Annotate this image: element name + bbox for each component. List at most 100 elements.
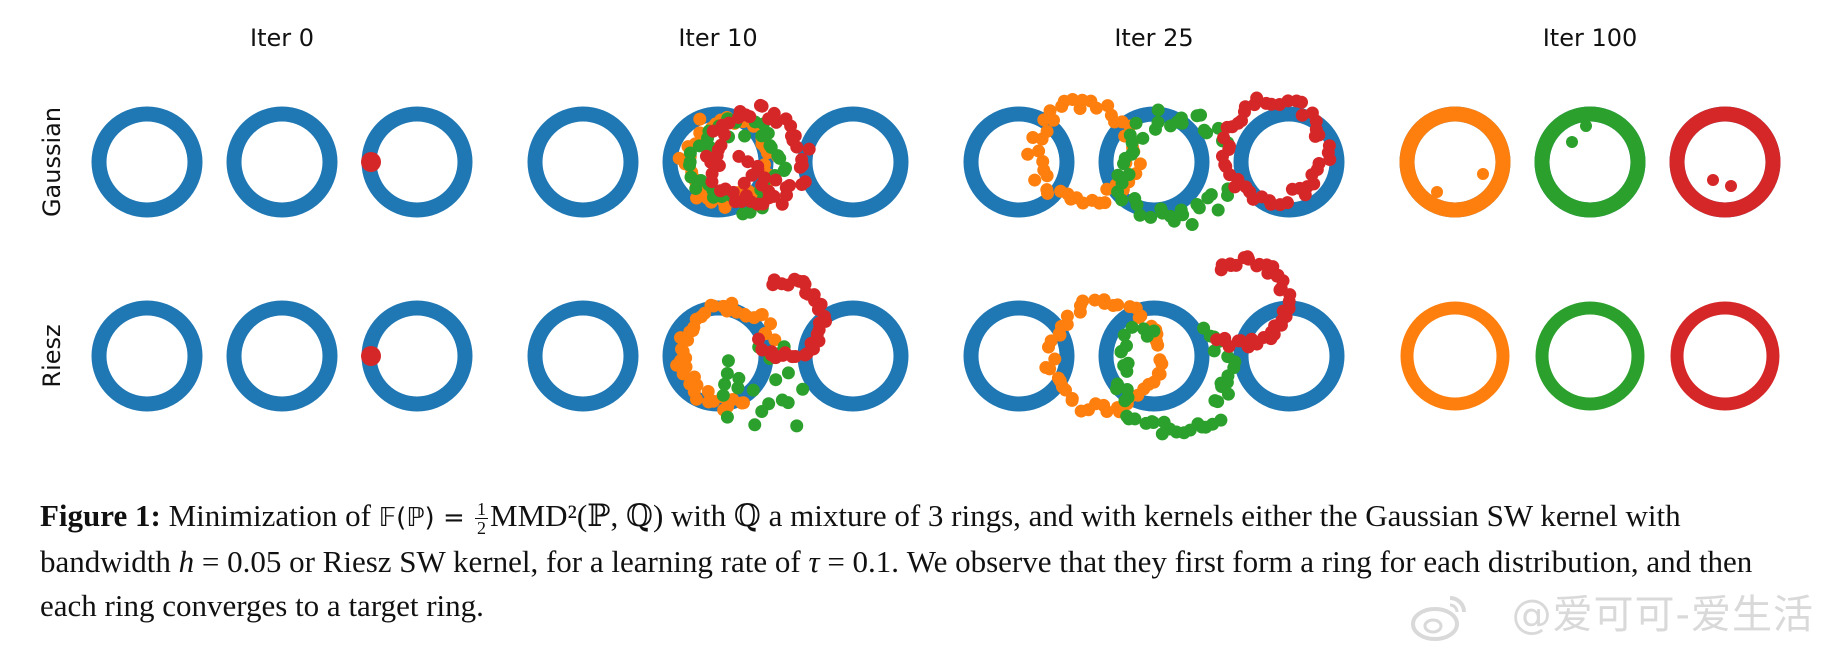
particle xyxy=(1566,136,1578,148)
particle xyxy=(1054,184,1068,198)
particle xyxy=(1129,116,1143,130)
ring xyxy=(527,300,639,412)
particle xyxy=(781,366,795,380)
particle xyxy=(1021,147,1035,161)
particle xyxy=(1028,173,1042,187)
particle xyxy=(1323,153,1337,167)
particle xyxy=(1123,128,1137,142)
particle xyxy=(784,119,798,133)
particle xyxy=(1201,191,1215,205)
panel xyxy=(91,300,473,412)
particle xyxy=(1144,210,1158,224)
particle xyxy=(1322,139,1336,153)
particle xyxy=(692,139,706,153)
particle xyxy=(743,110,757,124)
particle xyxy=(1580,120,1592,132)
caption-functional: 𝔽(ℙ) = xyxy=(378,503,474,533)
particle xyxy=(706,299,720,313)
ring xyxy=(1098,300,1210,412)
particle xyxy=(773,151,787,165)
particle xyxy=(361,152,381,172)
particle xyxy=(1295,108,1309,122)
particle xyxy=(795,177,809,191)
particle xyxy=(1200,126,1214,140)
particle xyxy=(1133,157,1147,171)
particle xyxy=(775,393,789,407)
particle xyxy=(690,191,704,205)
particle xyxy=(1273,283,1287,297)
particle xyxy=(755,99,769,113)
particle-ring xyxy=(1670,301,1780,411)
particle xyxy=(769,373,783,387)
particle xyxy=(694,173,708,187)
particle xyxy=(1032,144,1046,158)
particle xyxy=(1221,387,1235,401)
particle xyxy=(1120,382,1134,396)
particle xyxy=(1151,115,1165,129)
particle xyxy=(731,381,745,395)
column-title: Iter 0 xyxy=(250,24,314,52)
particle xyxy=(1089,101,1103,115)
particle-ring xyxy=(1534,106,1646,218)
weibo-icon xyxy=(1411,596,1466,641)
particle xyxy=(755,405,769,419)
fraction-numerator: 1 xyxy=(475,499,489,520)
column-title: Iter 25 xyxy=(1114,24,1193,52)
caption-text-4: . We observe that they first form a ring… xyxy=(40,544,1753,623)
particle xyxy=(699,149,713,163)
particle xyxy=(732,371,746,385)
particle xyxy=(720,410,734,424)
row-label: Gaussian xyxy=(38,107,66,217)
particle xyxy=(1151,103,1165,117)
particle xyxy=(737,176,751,190)
ring xyxy=(91,300,203,412)
ring xyxy=(361,300,473,412)
particle xyxy=(1039,361,1053,375)
particle xyxy=(1273,198,1287,212)
particle xyxy=(1051,371,1065,385)
particle xyxy=(1040,183,1054,197)
ring xyxy=(797,106,909,218)
caption-h-symbol: h xyxy=(178,544,195,579)
particle xyxy=(714,138,728,152)
particle xyxy=(1040,124,1054,138)
ring xyxy=(226,106,338,218)
panel xyxy=(1400,301,1780,411)
particle xyxy=(1211,203,1225,217)
particle xyxy=(755,342,769,356)
caption-label: Figure 1: xyxy=(40,498,161,533)
watermark-text: @爱可可-爱生活 xyxy=(1511,592,1814,638)
ring xyxy=(1233,106,1345,218)
particle xyxy=(1208,394,1222,408)
particle xyxy=(693,112,707,126)
particle xyxy=(1120,409,1134,423)
particle xyxy=(1119,339,1133,353)
particle xyxy=(672,151,686,165)
particle xyxy=(1192,201,1206,215)
particle xyxy=(1217,131,1231,145)
particle xyxy=(1207,344,1221,358)
particle xyxy=(746,383,760,397)
particle-ring xyxy=(1400,301,1510,411)
particle xyxy=(1125,320,1139,334)
particle xyxy=(798,348,812,362)
particle xyxy=(1229,258,1243,272)
fraction-denominator: 2 xyxy=(477,518,487,539)
particle xyxy=(1155,427,1169,441)
particle xyxy=(721,354,735,368)
caption-text-2: MMD²(ℙ, ℚ) with ℚ a mixture of 3 rings, … xyxy=(40,498,1681,579)
particle xyxy=(1147,324,1161,338)
particle xyxy=(1250,91,1264,105)
particle xyxy=(802,142,816,156)
particle xyxy=(748,418,762,432)
particle xyxy=(1111,168,1125,182)
particle xyxy=(796,382,810,396)
particle xyxy=(1175,116,1189,130)
particle xyxy=(768,333,782,347)
ring xyxy=(226,300,338,412)
particle xyxy=(1725,180,1737,192)
particle xyxy=(741,155,755,169)
particle xyxy=(1477,168,1489,180)
caption-tau-symbol: τ xyxy=(808,544,820,579)
particle xyxy=(1048,352,1062,366)
